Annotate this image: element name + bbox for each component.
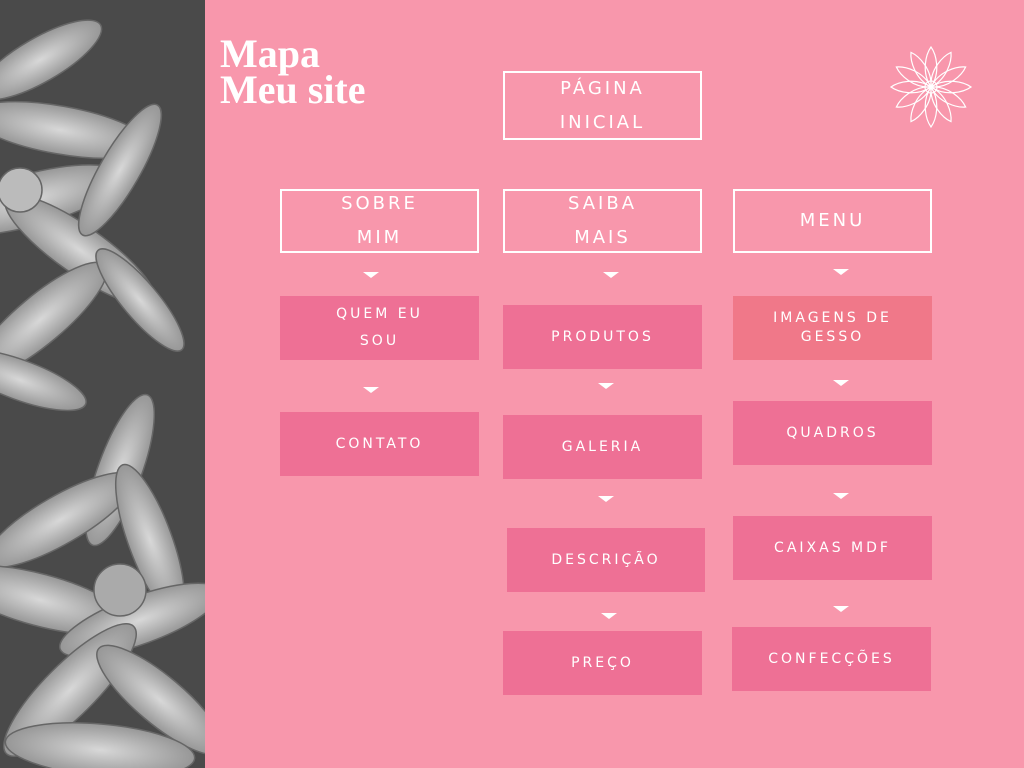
arrow-down-icon xyxy=(601,613,617,619)
page-title: Mapa Meu site xyxy=(220,31,366,112)
node-label: DESCRIÇÃO xyxy=(551,551,661,568)
arrow-down-icon xyxy=(598,383,614,389)
dahlia-photo xyxy=(0,0,205,768)
node-quem-eu-sou: QUEM EU SOU xyxy=(280,296,479,360)
root-node-label: PÁGINA INICIAL xyxy=(559,77,646,133)
arrow-down-icon xyxy=(833,493,849,499)
node-quadros: QUADROS xyxy=(733,401,932,465)
arrow-down-icon xyxy=(363,387,379,393)
node-galeria: GALERIA xyxy=(503,415,702,479)
title-line-2: Meu site xyxy=(220,67,366,112)
node-confeccoes: CONFECÇÕES xyxy=(732,627,931,691)
node-preco: PREÇO xyxy=(503,631,702,695)
node-label: PRODUTOS xyxy=(551,328,654,345)
node-label: PREÇO xyxy=(571,654,634,671)
lotus-icon xyxy=(889,45,973,129)
node-label: IMAGENS DE GESSO xyxy=(773,310,892,345)
node-label: CAIXAS MDF xyxy=(774,539,891,556)
arrow-down-icon xyxy=(603,272,619,278)
arrow-down-icon xyxy=(833,269,849,275)
node-label: GALERIA xyxy=(561,438,644,455)
column-header-label: SOBRE MIM xyxy=(341,193,418,248)
title-line-1: Mapa xyxy=(220,31,320,76)
node-caixas-mdf: CAIXAS MDF xyxy=(733,516,932,580)
column-header-saiba-mais: SAIBA MAIS xyxy=(503,189,702,253)
arrow-down-icon xyxy=(833,380,849,386)
column-header-label: MENU xyxy=(799,210,866,231)
node-label: CONTATO xyxy=(335,435,424,452)
arrow-down-icon xyxy=(833,606,849,612)
arrow-down-icon xyxy=(598,496,614,502)
node-imagens-de-gesso: IMAGENS DE GESSO xyxy=(733,296,932,360)
node-produtos: PRODUTOS xyxy=(503,305,702,369)
column-header-sobre-mim: SOBRE MIM xyxy=(280,189,479,253)
node-label: QUADROS xyxy=(786,424,879,441)
column-header-menu: MENU xyxy=(733,189,932,253)
node-descricao: DESCRIÇÃO xyxy=(507,528,705,592)
node-label: CONFECÇÕES xyxy=(768,650,895,667)
arrow-down-icon xyxy=(363,272,379,278)
column-header-label: SAIBA MAIS xyxy=(567,193,638,248)
node-label: QUEM EU SOU xyxy=(336,306,423,349)
root-node: PÁGINA INICIAL xyxy=(503,71,702,140)
node-contato: CONTATO xyxy=(280,412,479,476)
